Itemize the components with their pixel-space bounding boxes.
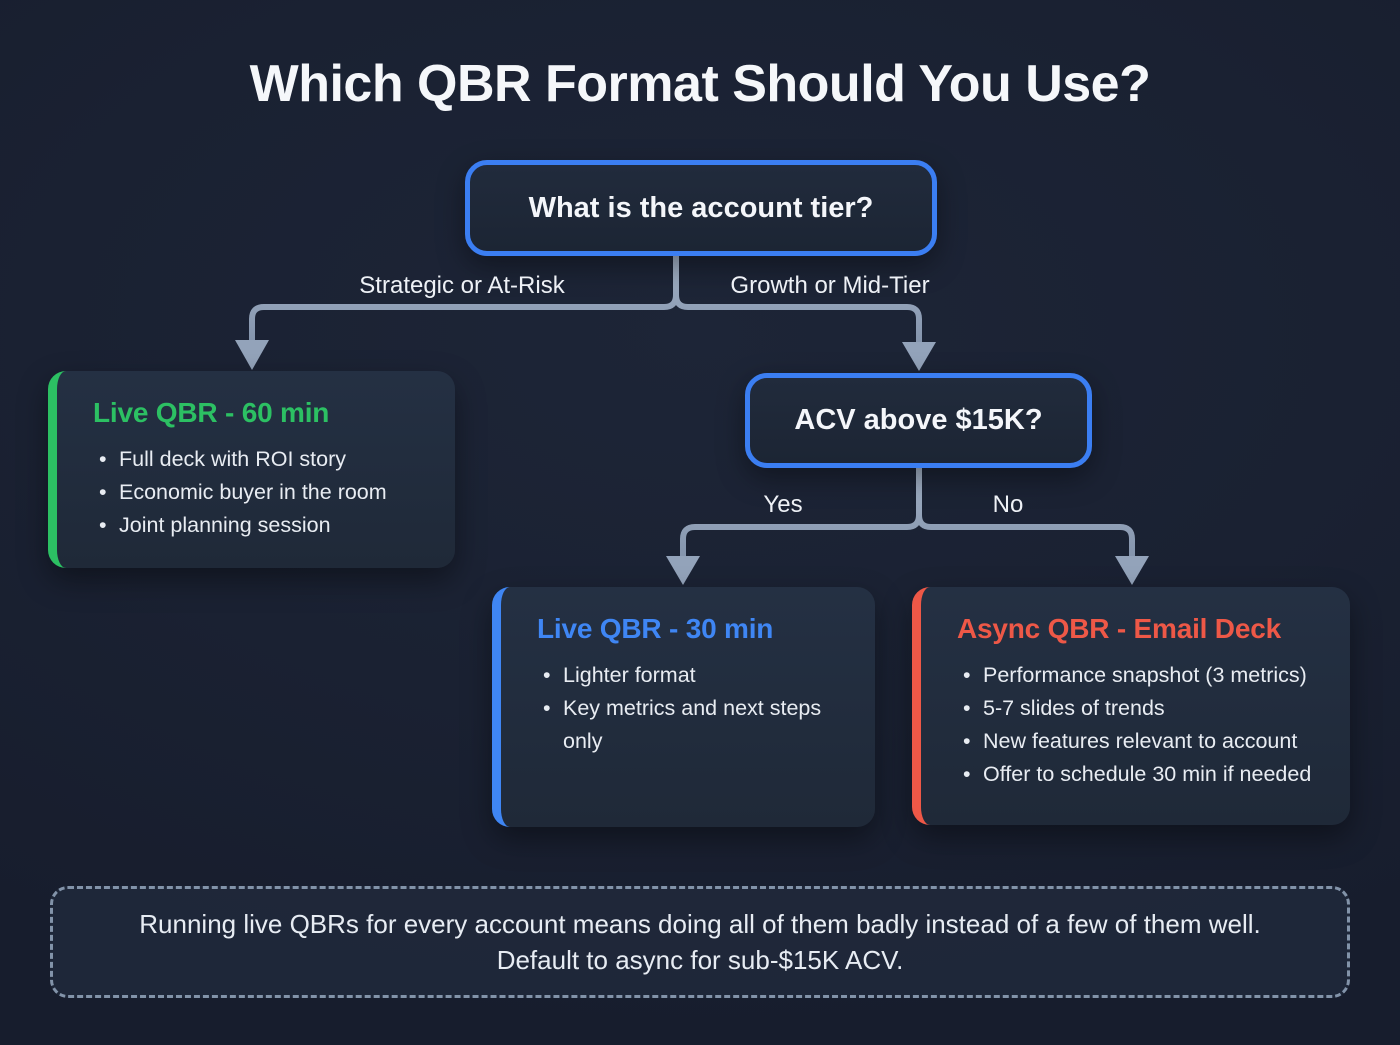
advice-note-text: Running live QBRs for every account mean… xyxy=(139,909,1261,975)
branch-label-no: No xyxy=(992,491,1024,518)
outcome-bullet-list: Performance snapshot (3 metrics) 5-7 sli… xyxy=(957,659,1324,791)
outcome-title: Live QBR - 60 min xyxy=(93,397,330,428)
bullet-item: Key metrics and next steps only xyxy=(537,692,849,758)
outcome-title: Live QBR - 30 min xyxy=(537,613,774,644)
bullet-item: Full deck with ROI story xyxy=(93,443,429,476)
bullet-item: Offer to schedule 30 min if needed xyxy=(957,758,1324,791)
outcome-card-async-qbr: Async QBR - Email Deck Performance snaps… xyxy=(912,587,1350,825)
branch-label-strategic-or-at-risk: Strategic or At-Risk xyxy=(359,272,565,299)
branch-label-yes: Yes xyxy=(763,491,803,518)
bullet-item: Performance snapshot (3 metrics) xyxy=(957,659,1324,692)
branch-label-growth-or-mid-tier: Growth or Mid-Tier xyxy=(730,272,930,299)
outcome-card-live-qbr-30: Live QBR - 30 min Lighter format Key met… xyxy=(492,587,875,827)
decision-account-tier-label: What is the account tier? xyxy=(528,191,874,224)
arrow-down-icon xyxy=(666,556,700,585)
page-title: Which QBR Format Should You Use? xyxy=(249,55,1151,113)
decision-account-tier: What is the account tier? xyxy=(465,160,937,256)
connector-acv-to-async xyxy=(916,458,1135,558)
arrow-down-icon xyxy=(902,342,936,371)
outcome-bullet-list: Full deck with ROI story Economic buyer … xyxy=(93,443,429,542)
decision-acv-label: ACV above $15K? xyxy=(794,404,1043,436)
bullet-item: Economic buyer in the room xyxy=(93,476,429,509)
advice-note: Running live QBRs for every account mean… xyxy=(50,886,1350,998)
bullet-item: 5-7 slides of trends xyxy=(957,692,1324,725)
arrow-down-icon xyxy=(1115,556,1149,585)
bullet-item: Joint planning session xyxy=(93,509,429,542)
bullet-item: Lighter format xyxy=(537,659,849,692)
outcome-title: Async QBR - Email Deck xyxy=(957,613,1281,644)
bullet-item: New features relevant to account xyxy=(957,725,1324,758)
outcome-bullet-list: Lighter format Key metrics and next step… xyxy=(537,659,849,758)
arrow-down-icon xyxy=(235,340,269,370)
outcome-card-live-qbr-60: Live QBR - 60 min Full deck with ROI sto… xyxy=(48,371,455,568)
decision-acv-above-15k: ACV above $15K? xyxy=(745,373,1092,468)
